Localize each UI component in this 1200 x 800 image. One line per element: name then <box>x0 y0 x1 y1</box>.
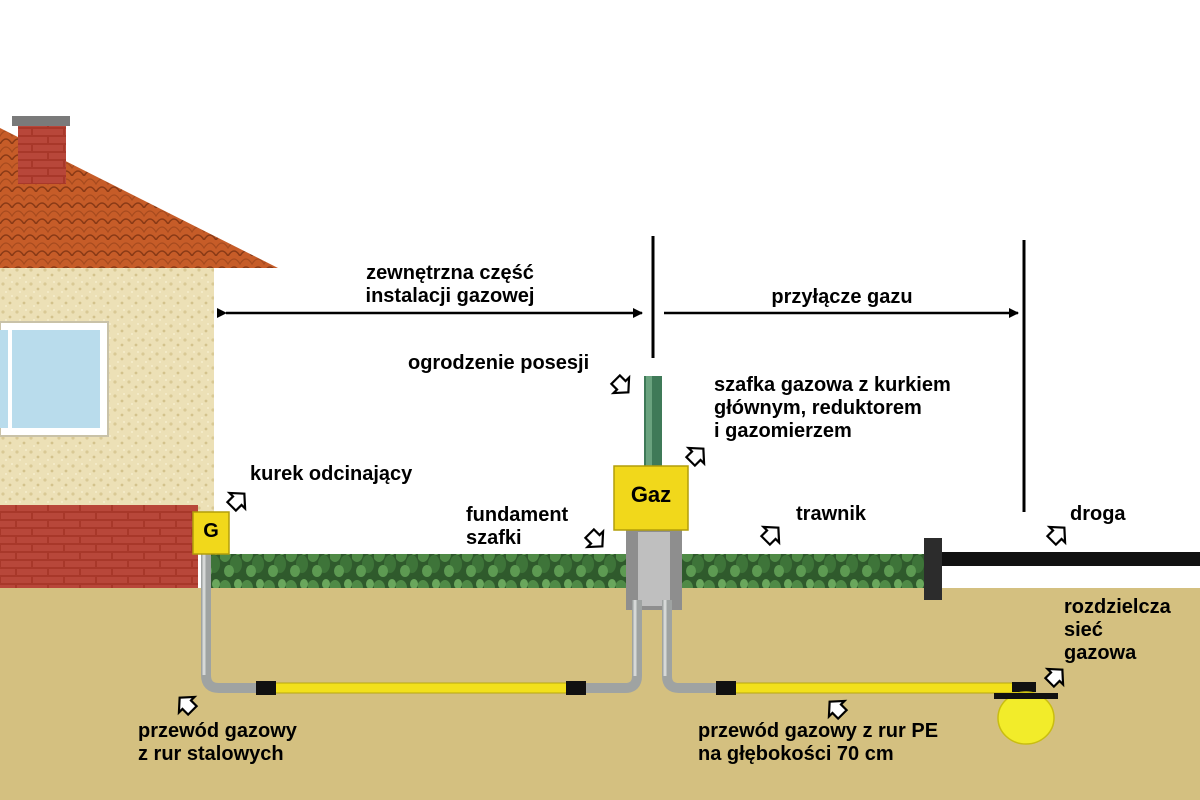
label-pe-pipe: przewód gazowy z rur PE na głębokości 70… <box>698 720 939 765</box>
pe-pipe-right <box>719 682 1021 694</box>
pointer-arrow-valve <box>222 484 254 516</box>
hedge <box>208 554 928 588</box>
label-road: droga <box>1070 503 1126 525</box>
label-cabinet-foundation: fundament szafki <box>466 504 569 549</box>
roof <box>0 128 278 268</box>
pointer-arrow-cabinet <box>681 439 713 471</box>
pointer-arrow-lawn <box>756 518 788 550</box>
label-shutoff-valve: kurek odcinający <box>250 463 413 485</box>
pointer-arrow-road <box>1042 518 1074 550</box>
brick-foundation <box>0 505 198 588</box>
window-glass <box>12 330 100 428</box>
label-gas-cabinet: szafka gazowa z kurkiem głównym, redukto… <box>714 374 951 442</box>
road-surface <box>932 552 1200 566</box>
label-gas-connection: przyłącze gazu <box>771 286 913 308</box>
valve-box <box>192 511 230 555</box>
distribution-main-pipe <box>997 691 1055 745</box>
pe-pipe-left <box>261 682 575 694</box>
valve-box-label: G <box>203 520 219 542</box>
chimney-cap <box>12 116 70 126</box>
label-steel-pipe: przewód gazowy z rur stalowych <box>138 720 297 765</box>
label-property-fence: ogrodzenie posesji <box>408 352 590 374</box>
chimney <box>18 122 66 184</box>
curb <box>924 538 942 600</box>
gas-cabinet-label: Gaz <box>630 482 672 507</box>
label-distribution-network: rozdzielcza sieć gazowa <box>1064 596 1171 664</box>
steel-pipe <box>201 552 720 693</box>
label-lawn: trawnik <box>796 503 867 525</box>
label-external-installation: zewnętrzna część instalacji gazowej <box>365 262 535 307</box>
gas-cabinet <box>613 465 689 531</box>
pointer-arrow-fence <box>606 370 638 402</box>
pointer-arrow-foundation <box>580 524 612 556</box>
